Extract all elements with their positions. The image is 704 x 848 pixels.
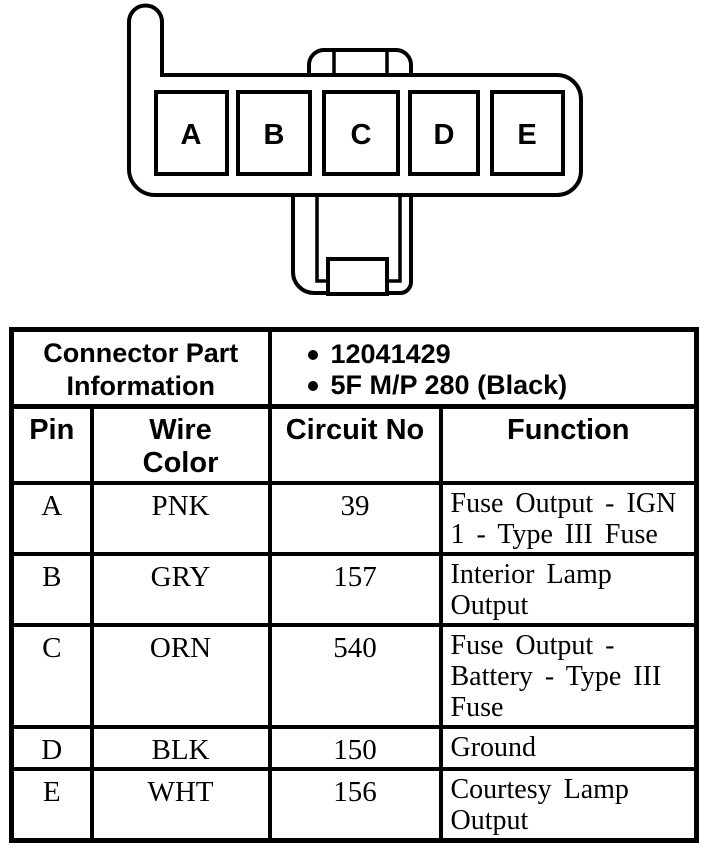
pinout-table: Connector Part Information 12041429 5F M…	[9, 327, 700, 843]
col-header-pin: Pin	[9, 404, 94, 485]
part-numbers-cell: 12041429 5F M/P 280 (Black)	[267, 327, 699, 409]
circuit-no-cell: 150	[267, 725, 443, 771]
latch-inner-right	[383, 193, 402, 283]
circuit-no-cell: 156	[267, 767, 443, 843]
cavity-b	[236, 90, 312, 176]
column-header-row: Pin Wire Color Circuit No Function	[9, 404, 699, 485]
part-number-item: 5F M/P 280 (Black)	[307, 370, 693, 401]
cavity-a-label: A	[181, 119, 202, 151]
part-number-item: 12041429	[307, 339, 693, 370]
wire-color-cell: GRY	[89, 552, 272, 627]
part-number-value: 12041429	[330, 339, 451, 369]
wire-color-cell: WHT	[89, 767, 272, 843]
function-cell: Courtesy Lamp Output	[438, 767, 699, 843]
pin-cell: E	[9, 767, 94, 843]
function-cell: Fuse Output - Battery - Type III Fuse	[438, 623, 699, 729]
circuit-no-cell: 157	[267, 552, 443, 627]
pin-cell: A	[9, 481, 94, 556]
top-bump-outline	[307, 48, 413, 79]
latch-inner-left	[315, 193, 332, 283]
table-row: A PNK 39 Fuse Output - IGN 1 - Type III …	[9, 481, 699, 556]
function-cell: Fuse Output - IGN 1 - Type III Fuse	[438, 481, 699, 556]
function-cell: Interior Lamp Output	[438, 552, 699, 627]
pin-cell: B	[9, 552, 94, 627]
col-header-function: Function	[438, 404, 699, 485]
cavity-e	[490, 90, 565, 176]
cavity-c-label: C	[351, 119, 372, 151]
part-info-heading: Connector Part Information	[9, 327, 272, 409]
pin-cell: C	[9, 623, 94, 729]
circuit-no-cell: 540	[267, 623, 443, 729]
bullet-icon	[307, 380, 318, 391]
bullet-icon	[307, 349, 318, 360]
col-header-wire-color: Wire Color	[89, 404, 272, 485]
table-row: D BLK 150 Ground	[9, 725, 699, 771]
cavity-b-label: B	[264, 119, 285, 151]
table-row: C ORN 540 Fuse Output - Battery - Type I…	[9, 623, 699, 729]
latch-tongue	[326, 257, 389, 296]
col-header-circuit-no: Circuit No	[267, 404, 443, 485]
cavity-d-label: D	[434, 119, 455, 151]
wire-color-cell: PNK	[89, 481, 272, 556]
pin-cell: D	[9, 725, 94, 771]
table-row: B GRY 157 Interior Lamp Output	[9, 552, 699, 627]
circuit-no-cell: 39	[267, 481, 443, 556]
part-info-row: Connector Part Information 12041429 5F M…	[9, 327, 699, 409]
function-cell: Ground	[438, 725, 699, 771]
wire-color-cell: BLK	[89, 725, 272, 771]
table-row: E WHT 156 Courtesy Lamp Output	[9, 767, 699, 843]
cavity-d	[408, 90, 480, 176]
connector-diagram: A B C D E	[127, 3, 583, 296]
cavity-a	[154, 90, 229, 176]
wire-color-cell: ORN	[89, 623, 272, 729]
part-number-value: 5F M/P 280 (Black)	[330, 370, 568, 400]
cavity-c	[322, 90, 400, 176]
cavity-e-label: E	[517, 119, 536, 151]
